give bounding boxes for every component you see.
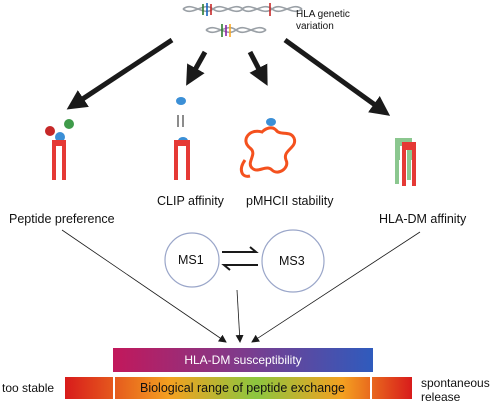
ms1-circle xyxy=(164,232,220,288)
converging-arrows xyxy=(61,229,421,343)
hla-dm-affinity-label: HLA-DM affinity xyxy=(379,212,467,226)
pmhcii-stability-label: pMHCII stability xyxy=(246,194,334,208)
pmhcii-stability-icon xyxy=(239,118,297,178)
peptide-preference-label: Peptide preference xyxy=(9,212,115,226)
equilibrium-arrows xyxy=(221,246,259,271)
ms3-circle xyxy=(261,229,325,293)
receptor-peptide-preference-icon xyxy=(45,119,74,180)
biological-range-segment: Biological range of peptide exchange xyxy=(113,377,372,399)
clip-affinity-label: CLIP affinity xyxy=(157,194,224,208)
receptor-clip-affinity-icon xyxy=(174,97,190,180)
spontaneous-release-label: spontaneous release xyxy=(421,376,490,404)
biological-range-label: Biological range of peptide exchange xyxy=(139,381,345,395)
hla-genetic-variation-label: HLA genetic variation xyxy=(296,9,350,32)
big-arrows xyxy=(66,37,391,116)
peptide-exchange-range-bar: Biological range of peptide exchange xyxy=(65,377,412,399)
hla-dm-susceptibility-bar: HLA-DM susceptibility xyxy=(113,348,373,372)
too-stable-label: too stable xyxy=(2,381,55,395)
hla-dm-susceptibility-label: HLA-DM susceptibility xyxy=(184,353,302,367)
receptor-hla-dm-icon xyxy=(395,138,416,186)
dna-icon xyxy=(182,3,303,37)
ms3-label: MS3 xyxy=(279,254,305,268)
ms1-label: MS1 xyxy=(178,253,204,267)
